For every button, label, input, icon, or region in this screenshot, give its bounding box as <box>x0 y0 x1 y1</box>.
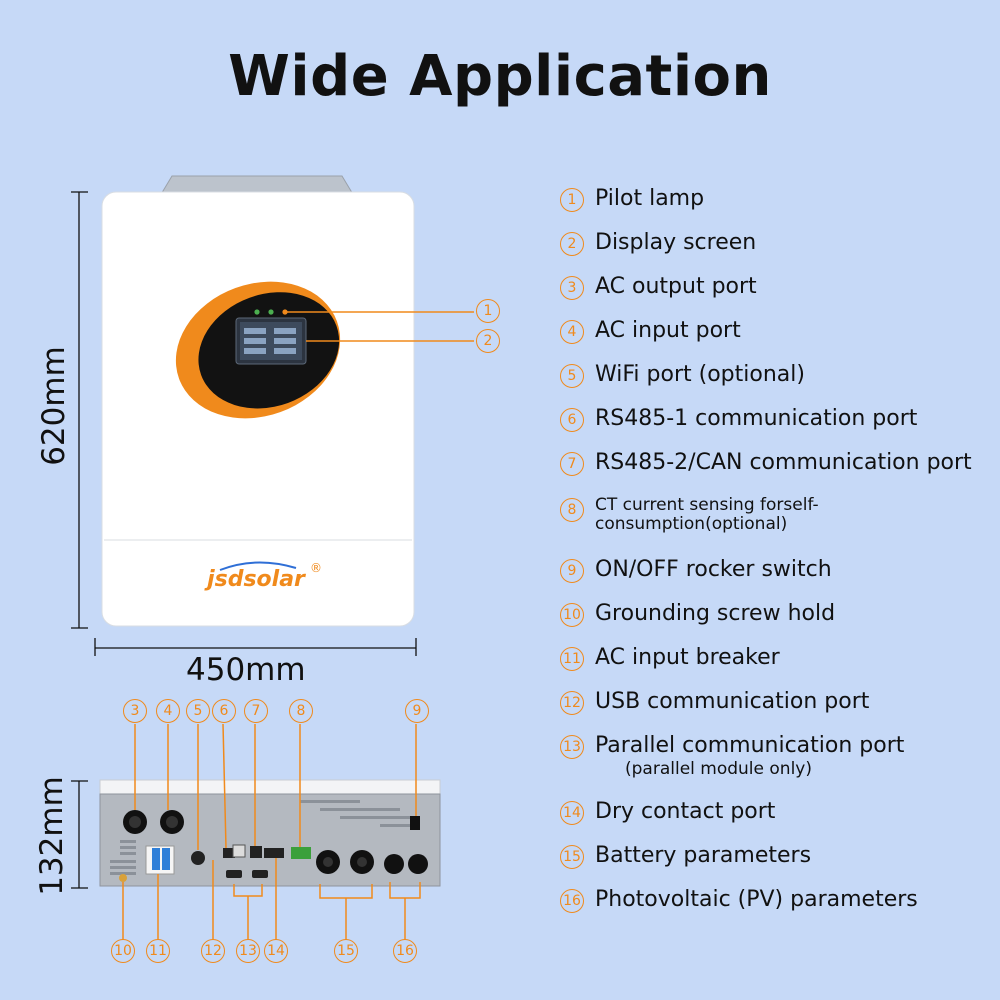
legend-number: 7 <box>560 452 584 476</box>
legend-item: 12 USB communication port <box>560 689 869 715</box>
legend-label: ON/OFF rocker switch <box>595 557 832 582</box>
legend-item: 7 RS485-2/CAN communication port <box>560 450 972 476</box>
legend-label: RS485-1 communication port <box>595 406 918 431</box>
legend-item: 9 ON/OFF rocker switch <box>560 557 832 583</box>
callout-15: 15 <box>334 939 358 963</box>
legend-item: 16 Photovoltaic (PV) parameters <box>560 887 918 913</box>
legend-number: 13 <box>560 735 584 759</box>
legend-item: 8 CT current sensing forself-consumption… <box>560 496 895 534</box>
callout-3: 3 <box>123 699 147 723</box>
callout-13: 13 <box>236 939 260 963</box>
rs485-2-port <box>250 846 262 858</box>
rocker-switch <box>410 816 420 830</box>
dimension-width-front: 450mm <box>186 652 306 688</box>
legend-number: 2 <box>560 232 584 256</box>
legend-number: 12 <box>560 691 584 715</box>
dimension-height-bottom: 132mm <box>34 776 70 896</box>
legend-number: 14 <box>560 801 584 825</box>
callout-11: 11 <box>146 939 170 963</box>
legend-label-text: Parallel communication port <box>595 733 905 758</box>
legend-note: (parallel module only) <box>625 759 812 779</box>
legend-number: 5 <box>560 364 584 388</box>
legend-label: Pilot lamp <box>595 186 705 211</box>
legend-number: 9 <box>560 559 584 583</box>
dimension-height-front: 620mm <box>36 346 72 466</box>
callout-2: 2 <box>476 329 500 353</box>
legend-number: 16 <box>560 889 584 913</box>
legend-number: 15 <box>560 845 584 869</box>
legend-item: 14 Dry contact port <box>560 799 775 825</box>
legend-label: CT current sensing forself-consumption(o… <box>595 495 819 534</box>
legend-item: 4 AC input port <box>560 318 741 344</box>
legend-item: 15 Battery parameters <box>560 843 811 869</box>
legend-number: 3 <box>560 276 584 300</box>
legend-number: 6 <box>560 408 584 432</box>
callout-8: 8 <box>289 699 313 723</box>
legend-item: 1 Pilot lamp <box>560 186 704 212</box>
legend-number: 8 <box>560 498 584 522</box>
callout-16: 16 <box>393 939 417 963</box>
legend-label: AC output port <box>595 274 757 299</box>
legend-item: 3 AC output port <box>560 274 757 300</box>
callout-4: 4 <box>156 699 180 723</box>
pv-port-1 <box>384 854 404 874</box>
legend-item: 5 WiFi port (optional) <box>560 362 805 388</box>
legend-item: 10 Grounding screw hold <box>560 601 835 627</box>
parallel-port-a <box>226 870 242 878</box>
callout-7: 7 <box>244 699 268 723</box>
legend-label: Parallel communication port (parallel mo… <box>595 733 904 779</box>
legend-label: Battery parameters <box>595 843 812 868</box>
callout-1: 1 <box>476 299 500 323</box>
legend-label: WiFi port (optional) <box>595 362 805 387</box>
legend-label: USB communication port <box>595 689 870 714</box>
svg-text:®: ® <box>310 561 322 575</box>
pv-port-2 <box>408 854 428 874</box>
legend-label: AC input port <box>595 318 741 343</box>
callout-14: 14 <box>264 939 288 963</box>
pilot-lamp <box>254 309 260 315</box>
legend-label: AC input breaker <box>595 645 780 670</box>
legend-number: 4 <box>560 320 584 344</box>
legend-item: 2 Display screen <box>560 230 756 256</box>
legend-label: Dry contact port <box>595 799 776 824</box>
legend-label: Grounding screw hold <box>595 601 836 626</box>
brand-logo: jsdsolar <box>204 567 306 592</box>
rs485-1-port <box>223 848 235 858</box>
legend-number: 10 <box>560 603 584 627</box>
legend-label: Photovoltaic (PV) parameters <box>595 887 918 912</box>
legend-number: 1 <box>560 188 584 212</box>
legend-item: 13 Parallel communication port (parallel… <box>560 733 904 779</box>
callout-9: 9 <box>405 699 429 723</box>
callout-12: 12 <box>201 939 225 963</box>
grounding-screw <box>119 874 127 882</box>
callout-6: 6 <box>212 699 236 723</box>
legend-item: 6 RS485-1 communication port <box>560 406 917 432</box>
wifi-port <box>191 851 205 865</box>
legend-label: Display screen <box>595 230 757 255</box>
parallel-port-b <box>252 870 268 878</box>
legend-item: 11 AC input breaker <box>560 645 780 671</box>
usb-port <box>232 844 246 858</box>
legend-label: RS485-2/CAN communication port <box>595 450 972 475</box>
page-title: Wide Application <box>228 44 772 109</box>
callout-10: 10 <box>111 939 135 963</box>
bottom-rim <box>99 779 441 795</box>
callout-5: 5 <box>186 699 210 723</box>
legend-number: 11 <box>560 647 584 671</box>
ct-port <box>291 847 311 859</box>
